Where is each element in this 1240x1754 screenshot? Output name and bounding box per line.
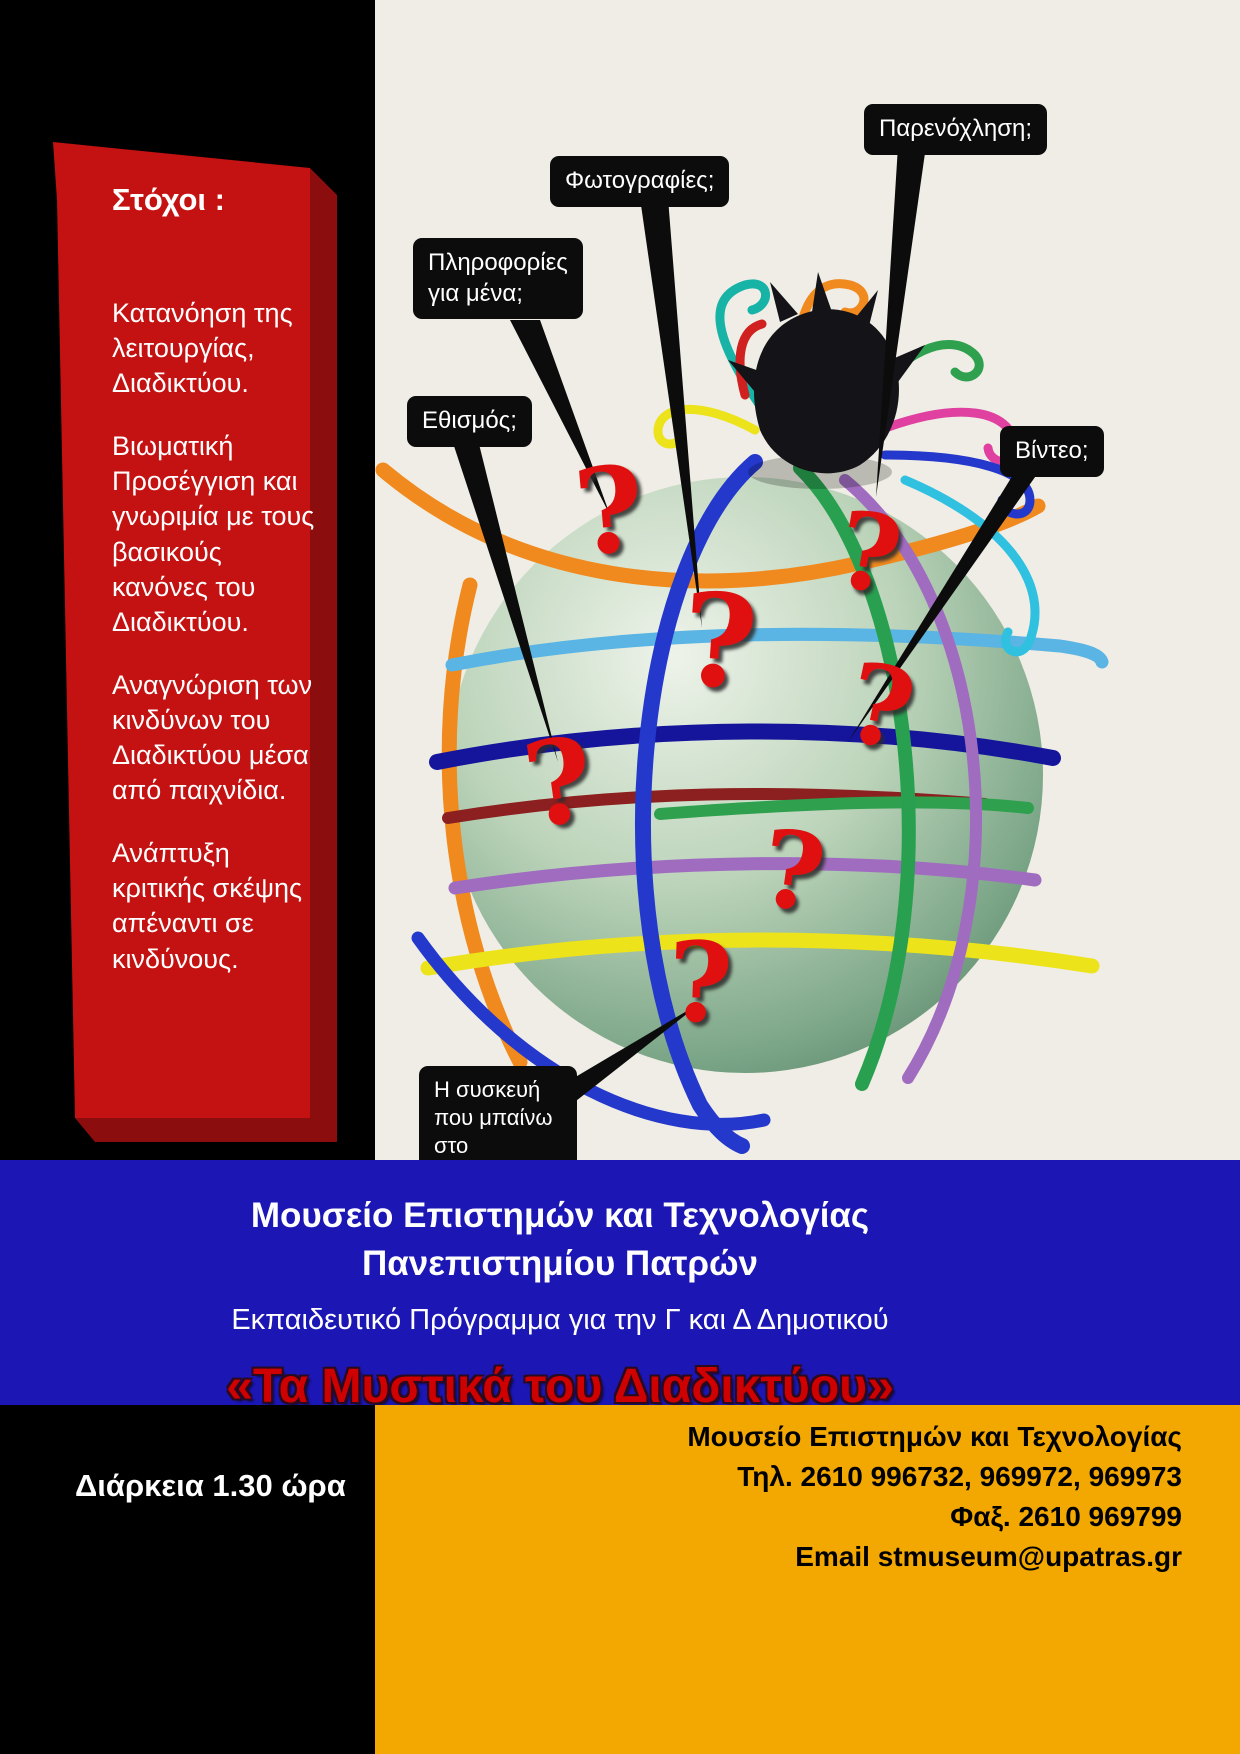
goal-item: Βιωματική Προσέγγιση και γνωριμία με του…: [112, 431, 315, 637]
callout-video: Βίντεο;: [1000, 426, 1104, 477]
goals-panel: Στόχοι : Κατανόηση της λειτουργίας, Διαδ…: [112, 182, 317, 1005]
question-mark: ?: [676, 564, 763, 720]
banner: Μουσείο Επιστημών και Τεχνολογίας Πανεπι…: [0, 1160, 1240, 1413]
goal-item: Κατανόηση της λειτουργίας, Διαδικτύου.: [112, 298, 293, 399]
contact-line: Φαξ. 2610 969799: [950, 1501, 1182, 1533]
goals-title: Στόχοι :: [112, 182, 225, 217]
goal-item: Ανάπτυξη κριτικής σκέψης απέναντι σε κιν…: [112, 838, 303, 974]
goals-panel-shape: [53, 142, 337, 1142]
question-mark: ?: [665, 916, 735, 1049]
callout-info-about-me: Πληροφορίες για μένα;: [413, 238, 583, 320]
banner-program-line: Εκπαιδευτικό Πρόγραμμα για την Γ και Δ Δ…: [231, 1304, 889, 1336]
duration-text: Διάρκεια 1.30 ώρα: [75, 1468, 346, 1503]
banner-museum-line: Μουσείο Επιστημών και Τεχνολογίας: [250, 1196, 870, 1235]
goal-item: Αναγνώριση των κινδύνων του Διαδικτύου μ…: [112, 669, 313, 806]
banner-title: «Τα Μυστικά του Διαδικτύου»: [226, 1360, 894, 1413]
contact-line: Email stmuseum@upatras.gr: [795, 1541, 1182, 1573]
banner-university-line: Πανεπιστημίου Πατρών: [361, 1244, 759, 1283]
callout-photos: Φωτογραφίες;: [550, 156, 730, 207]
question-mark: ?: [569, 438, 651, 583]
contact-line: Μουσείο Επιστημών και Τεχνολογίας: [687, 1421, 1182, 1452]
callout-harassment: Παρενόχληση;: [864, 104, 1048, 155]
callout-addiction: Εθισμός;: [407, 396, 532, 447]
contact-block: Μουσείο Επιστημών και Τεχνολογίας Τηλ. 2…: [375, 1405, 1240, 1754]
artwork-background: [375, 0, 1240, 1160]
contact-line: Τηλ. 2610 996732, 969972, 969973: [737, 1461, 1182, 1493]
